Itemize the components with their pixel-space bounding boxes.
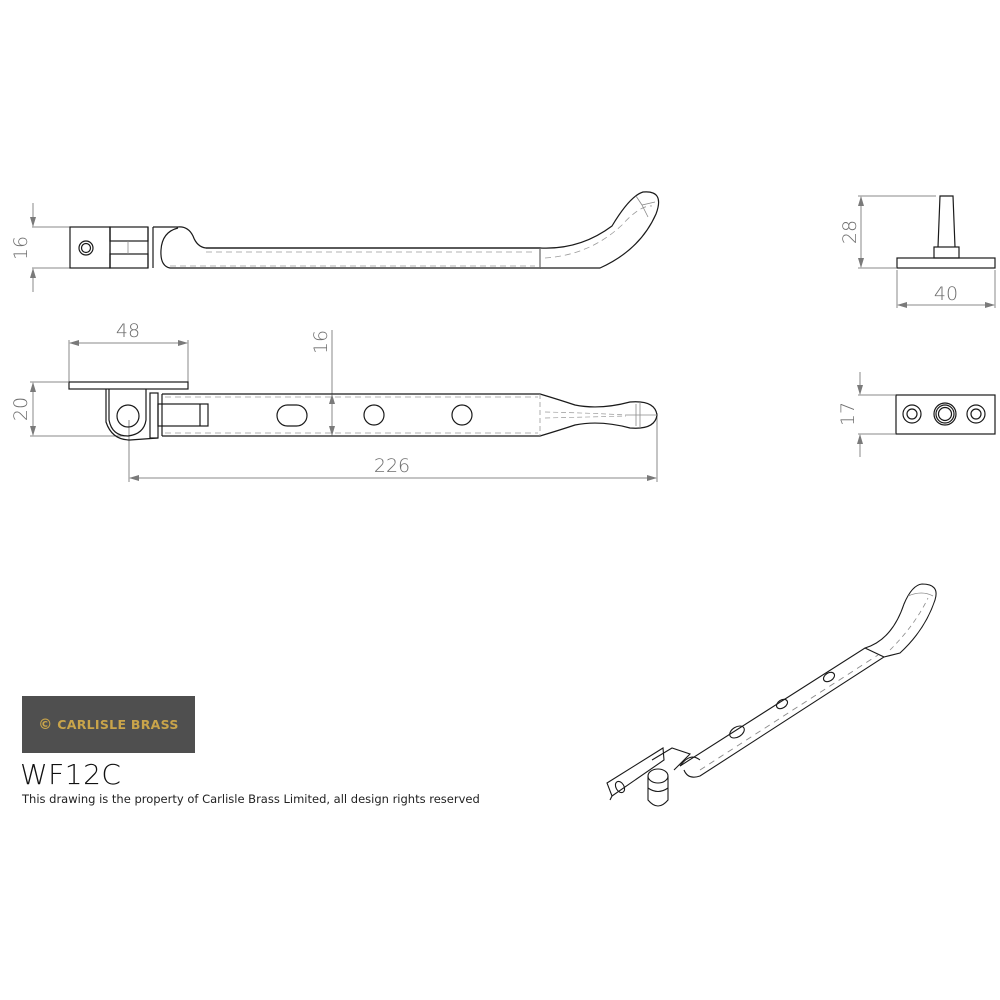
dim-label-side-height: 20 xyxy=(10,397,32,421)
dim-label-bar-height: 16 xyxy=(310,330,332,354)
brand-logo: © CARLISLE BRASS xyxy=(22,696,195,753)
pin-plan-view: 17 xyxy=(837,372,996,457)
dim-label-pin-height: 28 xyxy=(839,220,861,244)
dim-label-pin-plan-height: 17 xyxy=(837,402,859,426)
brand-name: CARLISLE BRASS xyxy=(57,717,179,732)
side-view: 48 20 16 226 xyxy=(10,320,658,482)
brand-mark-icon: © xyxy=(38,716,53,733)
pin-elevation-view: 28 40 xyxy=(839,195,996,308)
dim-label-overall-length: 226 xyxy=(374,455,410,477)
dim-top-height xyxy=(30,203,70,292)
dim-label-top-height: 16 xyxy=(10,236,32,260)
dim-label-pin-width: 40 xyxy=(934,283,958,305)
isometric-view xyxy=(606,583,937,807)
dim-label-bracket-width: 48 xyxy=(116,320,140,342)
top-view: 16 xyxy=(10,191,660,292)
copyright-notice: This drawing is the property of Carlisle… xyxy=(22,792,480,806)
product-code: WF12C xyxy=(20,758,122,791)
